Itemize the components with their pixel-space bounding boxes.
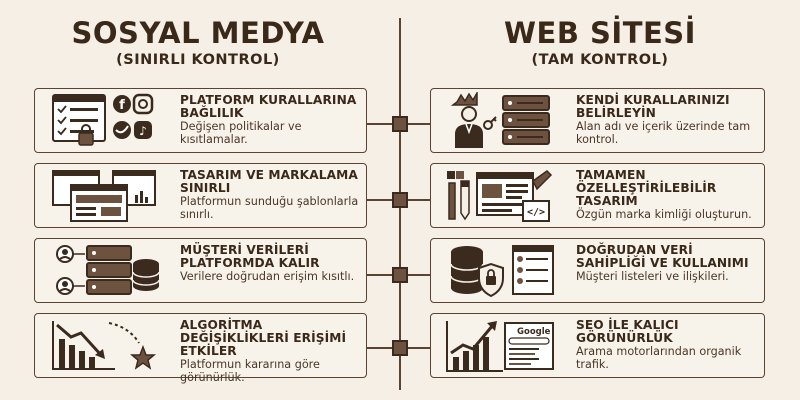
search-brand-label: Google xyxy=(517,327,551,337)
left-card-4-heading: ALGORİTMA DEĞİŞİKLİKLERİ ERİŞİMİ ETKİLER xyxy=(180,318,347,358)
right-card-3: DOĞRUDAN VERİ SAHİPLİĞİ VE KULLANIMI Müş… xyxy=(430,238,765,303)
left-card-4: ALGORİTMA DEĞİŞİKLİKLERİ ERİŞİMİ ETKİLER… xyxy=(34,313,367,383)
left-card-3: MÜŞTERİ VERİLERİ PLATFORMDA KALIR Verile… xyxy=(34,238,367,303)
left-card-2-desc: Platformun sunduğu şablonlarla sınırlı. xyxy=(180,195,359,221)
right-card-3-desc: Müşteri listeleri ve ilişkileri. xyxy=(576,270,729,283)
left-card-1-heading: PLATFORM KURALLARINA BAĞLILIK xyxy=(180,93,357,120)
left-card-1: f ♪ PLATFORM KURALLARINA BAĞLILIK Değişe… xyxy=(34,88,367,153)
templates-icon xyxy=(43,167,163,225)
users-database-icon xyxy=(43,242,163,300)
left-card-1-desc: Değişen politikalar ve kısıtlamalar. xyxy=(180,120,302,146)
left-card-3-desc: Verilere doğrudan erişim kısıtlı. xyxy=(180,270,355,283)
left-column-subtitle: (SINIRLI KONTROL) xyxy=(116,52,280,68)
left-card-4-desc: Platformun kararına göre görünürlük. xyxy=(180,358,320,384)
right-card-3-heading: DOĞRUDAN VERİ SAHİPLİĞİ VE KULLANIMI xyxy=(576,243,749,270)
right-card-1-heading: KENDİ KURALLARINIZI BELİRLEYİN xyxy=(576,93,730,120)
timeline-node-1 xyxy=(392,116,408,132)
right-card-4-heading: SEO İLE KALICI GÖRÜNÜRLÜK xyxy=(576,318,679,345)
right-card-2-heading: TAMAMEN ÖZELLEŞTİRİLEBİLİR TASARIM xyxy=(576,168,717,208)
svg-text:♪: ♪ xyxy=(139,124,147,138)
right-card-1-desc: Alan adı ve içerik üzerinde tam kontrol. xyxy=(576,120,751,146)
right-column-title: WEB SİTESİ xyxy=(504,16,696,50)
timeline-node-4 xyxy=(392,340,408,356)
right-card-2-desc: Özgün marka kimliği oluşturun. xyxy=(576,208,752,221)
right-column-subtitle: (TAM KONTROL) xyxy=(531,52,669,68)
left-column-title: SOSYAL MEDYA xyxy=(71,16,325,50)
right-card-4: Google SEO İLE KALICI GÖRÜNÜRLÜK Arama m… xyxy=(430,313,765,378)
left-card-2-heading: TASARIM VE MARKALAMA SINIRLI xyxy=(180,168,358,195)
design-tools-icon: </> xyxy=(439,167,559,225)
social-media-policy-icon: f ♪ xyxy=(43,92,163,150)
secure-database-icon xyxy=(439,242,559,300)
declining-chart-icon xyxy=(43,317,163,375)
king-server-icon xyxy=(439,92,559,150)
timeline-node-2 xyxy=(392,192,408,208)
left-card-2: TASARIM VE MARKALAMA SINIRLI Platformun … xyxy=(34,163,367,228)
svg-text:</>: </> xyxy=(527,207,545,218)
right-card-2: </> TAMAMEN ÖZELLEŞTİRİLEBİLİR TASARIM Ö… xyxy=(430,163,765,228)
rising-chart-icon: Google xyxy=(439,317,559,375)
right-card-4-desc: Arama motorlarından organik trafik. xyxy=(576,345,742,371)
left-card-3-heading: MÜŞTERİ VERİLERİ PLATFORMDA KALIR xyxy=(180,243,320,270)
svg-text:f: f xyxy=(119,98,125,113)
right-card-1: KENDİ KURALLARINIZI BELİRLEYİN Alan adı … xyxy=(430,88,765,153)
timeline-node-3 xyxy=(392,267,408,283)
